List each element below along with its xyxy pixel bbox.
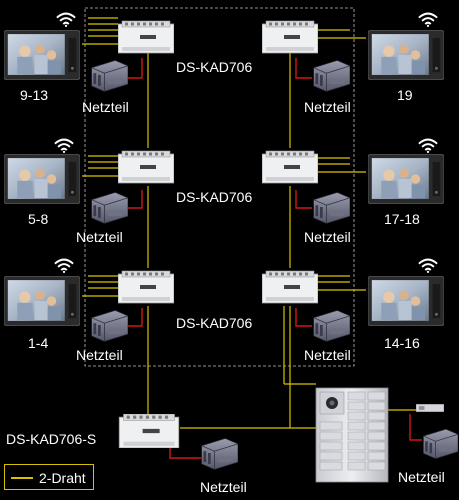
- distributor-model-label-2: DS-KAD706: [176, 189, 253, 205]
- legend-line-swatch: [11, 477, 33, 479]
- power-supply-label: Netzteil: [76, 229, 123, 245]
- wifi-icon: [418, 12, 438, 27]
- distributor-icon: [262, 20, 318, 54]
- indoor-monitor-icon: [368, 154, 444, 204]
- power-supply-icon: [91, 59, 128, 92]
- monitor-group-label-right-2: 17-18: [384, 211, 420, 227]
- indoor-monitor-icon: [4, 276, 80, 326]
- power-supply-label: Netzteil: [398, 469, 445, 485]
- legend: 2-Draht: [4, 464, 94, 490]
- indoor-monitor-icon: [4, 30, 80, 80]
- monitor-group-label-right-3: 14-16: [384, 335, 420, 351]
- monitor-group-label-right-1: 19: [397, 87, 413, 103]
- power-wiring: [126, 58, 422, 459]
- monitor-group-label-left-3: 1-4: [28, 335, 49, 351]
- distributor-cabinet-frame: [84, 7, 355, 367]
- wifi-icon: [56, 12, 76, 27]
- power-supply-label: Netzteil: [200, 479, 247, 495]
- monitor-group-label-left-1: 9-13: [20, 87, 49, 103]
- monitor-group-label-left-2: 5-8: [28, 211, 49, 227]
- distributor-icon: [118, 20, 174, 54]
- distributor-icon: [262, 270, 318, 304]
- power-supply-icon: [91, 191, 128, 224]
- power-supply-label: Netzteil: [304, 229, 351, 245]
- distributor-icon: [118, 150, 174, 184]
- door-station-icon: [315, 387, 389, 483]
- power-supply-icon: [313, 309, 350, 342]
- wifi-icon: [418, 258, 438, 273]
- power-supply-icon: [313, 191, 350, 224]
- legend-label: 2-Draht: [39, 470, 86, 486]
- power-supply-label: Netzteil: [76, 347, 123, 363]
- indoor-monitor-icon: [368, 30, 444, 80]
- power-supply-icon: [201, 437, 238, 470]
- power-supply-icon: [91, 309, 128, 342]
- power-supply-icon: [422, 428, 458, 460]
- door-lock-icon: [416, 403, 444, 413]
- indoor-monitor-icon: [368, 276, 444, 326]
- wifi-icon: [418, 138, 438, 153]
- distributor-icon: [262, 150, 318, 184]
- distributor-icon: [118, 270, 174, 304]
- two-wire-bus: [82, 17, 416, 429]
- wifi-icon: [54, 138, 74, 153]
- main-distributor-model-label: DS-KAD706-S: [6, 431, 97, 447]
- distributor-model-label-1: DS-KAD706: [176, 59, 253, 75]
- power-supply-icon: [313, 59, 350, 92]
- power-supply-label: Netzteil: [304, 347, 351, 363]
- indoor-monitor-icon: [4, 154, 80, 204]
- power-supply-label: Netzteil: [304, 99, 351, 115]
- wifi-icon: [54, 258, 74, 273]
- power-supply-label: Netzteil: [82, 99, 129, 115]
- distributor-icon: [118, 414, 180, 448]
- distributor-model-label-3: DS-KAD706: [176, 315, 253, 331]
